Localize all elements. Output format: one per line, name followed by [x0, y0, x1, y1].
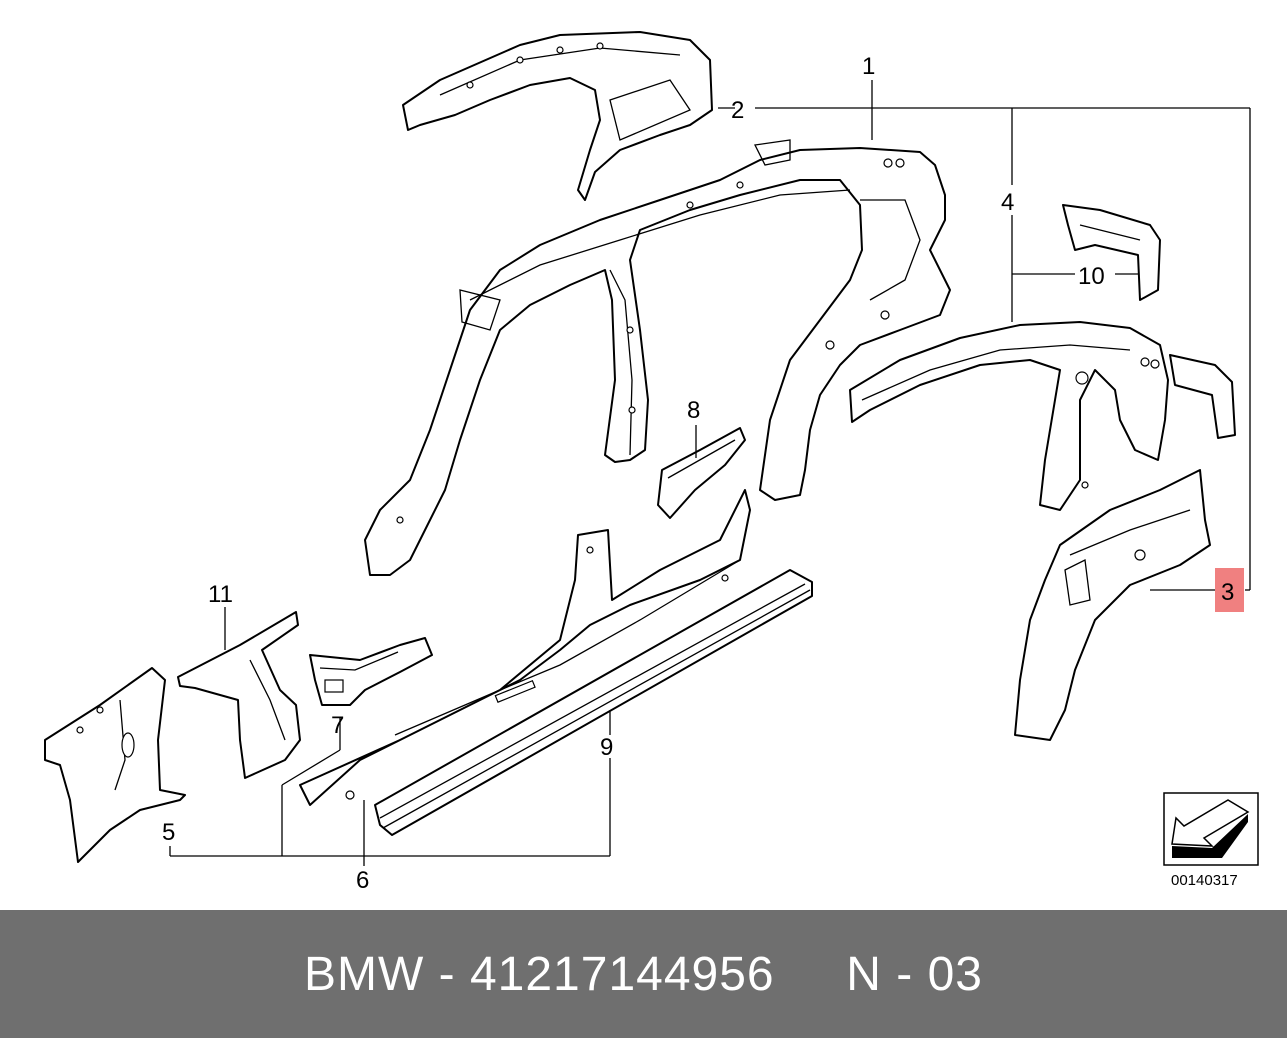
part-1-drawing: [364, 139, 951, 576]
direction-arrow-icon: [1163, 792, 1259, 866]
part-5-drawing: [44, 667, 186, 863]
callout-2: 2: [731, 97, 744, 124]
part-6-drawing: [299, 489, 751, 806]
callout-10: 10: [1078, 263, 1105, 290]
part-7-drawing: [309, 637, 433, 706]
part-10-drawing: [1062, 204, 1161, 301]
parts-diagram: 1 2 3 4 5 6 7 8 9 10 11 00140317: [44, 31, 1259, 894]
part-4-drawing: [849, 321, 1236, 511]
callout-11: 11: [208, 581, 233, 608]
callout-7: 7: [331, 712, 344, 739]
callout-4: 4: [1001, 189, 1014, 216]
part-9-drawing: [374, 569, 813, 836]
footer-bar: BMW - 41217144956 N - 03: [0, 910, 1287, 1038]
part-8-drawing: [657, 427, 746, 519]
callout-3-highlight: [1215, 568, 1244, 612]
callout-6: 6: [356, 867, 369, 894]
callout-9: 9: [600, 734, 613, 761]
callout-8: 8: [687, 397, 700, 424]
callout-1: 1: [862, 53, 875, 80]
part-number-label: BMW - 41217144956 N - 03: [304, 947, 983, 1001]
diagram-code: 00140317: [1171, 872, 1238, 889]
part-11-drawing: [177, 611, 301, 779]
part-3-drawing: [1014, 469, 1211, 741]
callout-5: 5: [162, 819, 175, 846]
callout-3: 3: [1221, 579, 1234, 606]
leader-lines: [169, 80, 1251, 866]
part-2-drawing: [402, 31, 713, 201]
